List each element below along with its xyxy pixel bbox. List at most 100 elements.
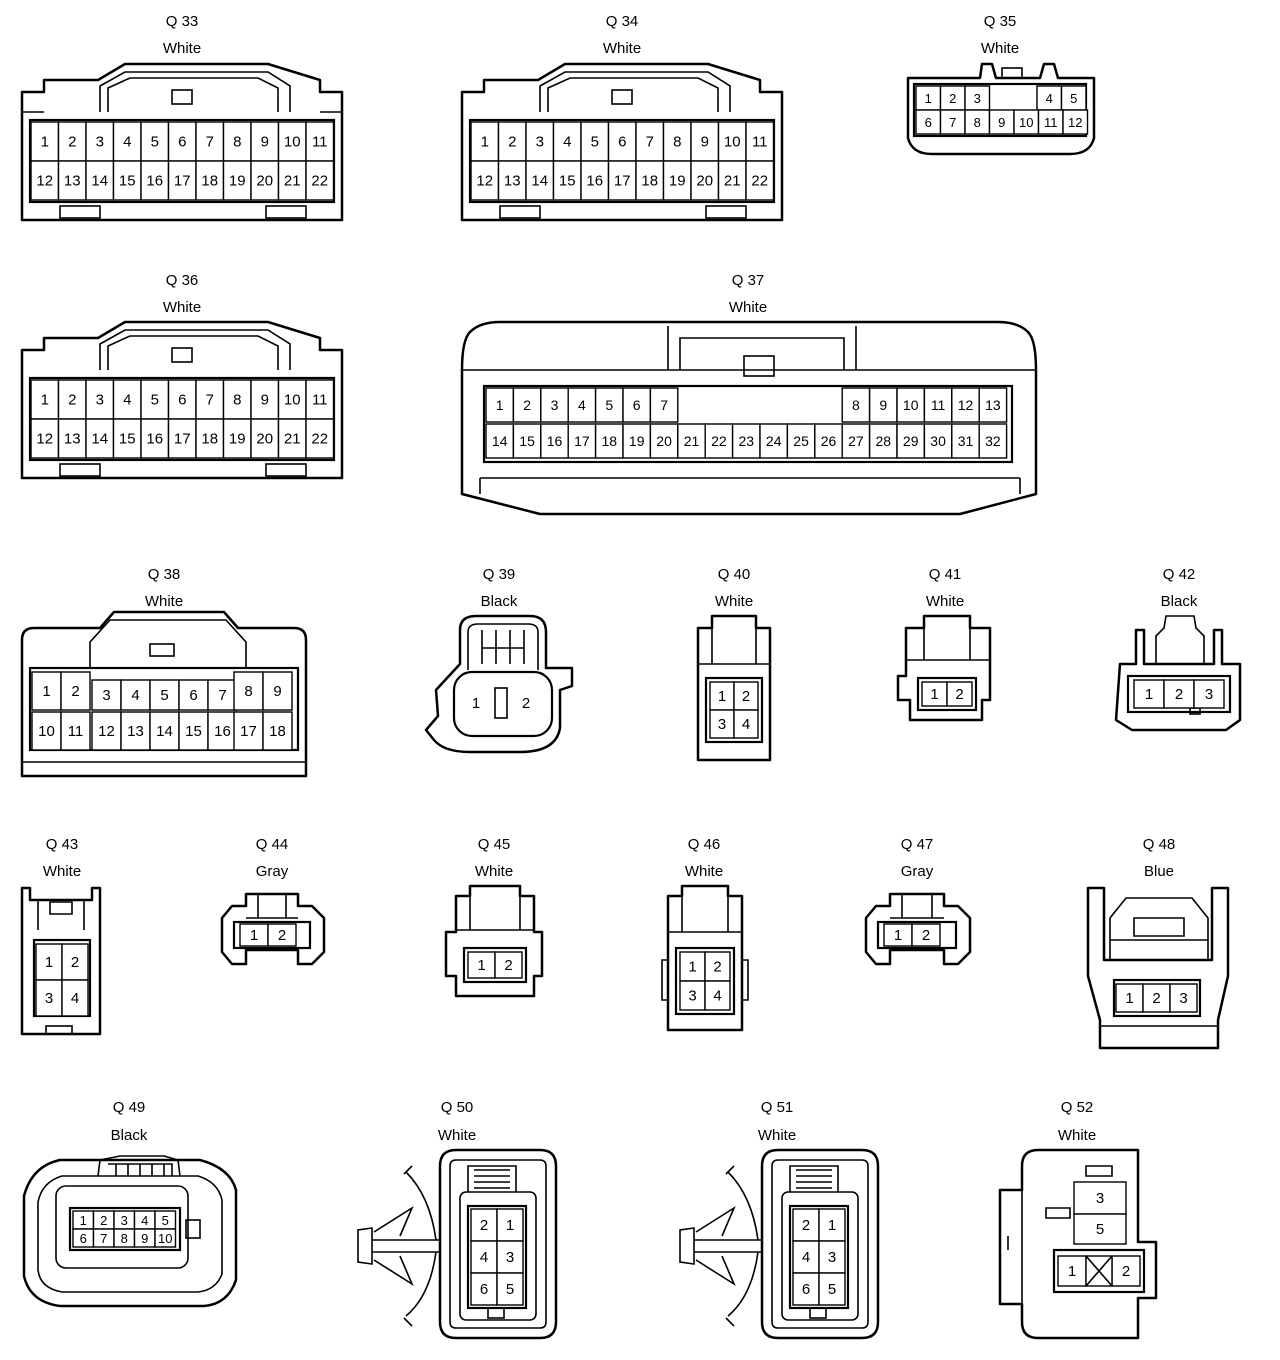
- pin-number: 17: [614, 173, 631, 190]
- pin-cell: [277, 160, 307, 201]
- pin-number: 7: [206, 134, 214, 151]
- pin-number: 1: [42, 683, 50, 700]
- blank-cavity-cross: [1085, 1255, 1113, 1287]
- connector-label: Q 51: [761, 1099, 794, 1116]
- connector-housing: [1086, 886, 1230, 1050]
- pin-number: 5: [1096, 1221, 1104, 1238]
- pin-cell: [1073, 1213, 1127, 1245]
- pin-cell: [988, 109, 1015, 135]
- pin-number: 17: [574, 433, 590, 449]
- pin-cell: [709, 709, 735, 739]
- pin-number: 5: [1070, 91, 1077, 106]
- pin-number: 1: [41, 392, 49, 409]
- pin-number: 10: [284, 134, 301, 151]
- connector-label: Q 36: [166, 272, 199, 289]
- pin-cell: [250, 379, 280, 420]
- connector-label: Q 35: [984, 13, 1017, 30]
- pin-cell: [921, 681, 948, 707]
- connector-label: Q 42: [1163, 566, 1196, 583]
- pin-cell: [91, 711, 122, 751]
- connector-label: Q 46: [688, 836, 721, 853]
- pin-number: 1: [45, 954, 53, 971]
- pin-cell: [178, 711, 209, 751]
- pin-number: 10: [1019, 115, 1033, 130]
- pin-cell: [267, 923, 297, 947]
- pin-number: 15: [519, 433, 535, 449]
- pin-number: 5: [828, 1281, 836, 1298]
- pin-number: 3: [1179, 990, 1187, 1007]
- pin-number: 23: [739, 433, 755, 449]
- pin-number: 3: [121, 1213, 128, 1228]
- connector-label: Q 47: [901, 836, 934, 853]
- pin-number: 15: [119, 431, 136, 448]
- pin-number: 5: [151, 134, 159, 151]
- pin-cell: [140, 121, 170, 162]
- pin-cell: [470, 121, 500, 162]
- pin-number: 4: [141, 1213, 148, 1228]
- pin-number: 2: [100, 1213, 107, 1228]
- pin-number: 6: [80, 1231, 87, 1246]
- pin-number: 12: [36, 173, 53, 190]
- pin-number: 18: [201, 431, 218, 448]
- pin-number: 4: [713, 988, 721, 1005]
- pin-number: 7: [646, 134, 654, 151]
- connector-label: Q 49: [113, 1099, 146, 1116]
- pin-number: 18: [602, 433, 618, 449]
- pin-number: 13: [985, 397, 1001, 413]
- pin-number: 20: [256, 431, 273, 448]
- pin-number: 31: [958, 433, 974, 449]
- pin-number: 15: [119, 173, 136, 190]
- connector-color: White: [758, 1127, 796, 1144]
- pin-number: 9: [998, 115, 1005, 130]
- pin-number: 18: [201, 173, 218, 190]
- pin-number: 2: [1122, 1263, 1130, 1280]
- pin-number: 2: [802, 1217, 810, 1234]
- pin-number: 21: [284, 431, 301, 448]
- pin-number: 13: [504, 173, 521, 190]
- pin-number: 1: [1125, 990, 1133, 1007]
- pin-cell: [222, 379, 252, 420]
- pin-cell: [580, 121, 610, 162]
- pin-number: 1: [250, 927, 258, 944]
- pin-cell: [60, 671, 91, 711]
- pin-cell: [786, 423, 816, 459]
- pin-number: 9: [261, 134, 269, 151]
- connector-label: Q 41: [929, 566, 962, 583]
- connector-color: White: [475, 863, 513, 880]
- pin-cell: [649, 387, 679, 423]
- pin-number: 9: [879, 397, 887, 413]
- pin-cell: [120, 711, 151, 751]
- pin-cell: [841, 423, 871, 459]
- pin-number: 1: [41, 134, 49, 151]
- pin-number: 2: [71, 954, 79, 971]
- connector-color: Blue: [1144, 863, 1174, 880]
- pin-number: 6: [189, 687, 197, 704]
- pin-number: 12: [36, 431, 53, 448]
- pin-number: 4: [1046, 91, 1053, 106]
- pin-cell: [951, 387, 980, 423]
- pin-cell: [567, 423, 597, 459]
- pin-number: 16: [146, 173, 163, 190]
- pin-cell: [112, 379, 142, 420]
- pin-number: 14: [531, 173, 548, 190]
- pin-number: 4: [131, 687, 139, 704]
- pin-cell: [818, 1240, 846, 1274]
- pin-number: 3: [1096, 1190, 1104, 1207]
- pin-number: 1: [828, 1217, 836, 1234]
- pin-cell: [167, 160, 197, 201]
- pin-number: 15: [559, 173, 576, 190]
- pin-cell: [30, 160, 60, 201]
- pin-number: 16: [214, 723, 231, 740]
- connector-label: Q 50: [441, 1099, 474, 1116]
- pin-number: 3: [688, 988, 696, 1005]
- pin-number: 4: [578, 397, 586, 413]
- pin-number: 1: [481, 134, 489, 151]
- pin-number: 4: [480, 1249, 488, 1266]
- pin-cell: [470, 1240, 498, 1274]
- pin-cell: [717, 160, 747, 201]
- pin-number: 7: [949, 115, 956, 130]
